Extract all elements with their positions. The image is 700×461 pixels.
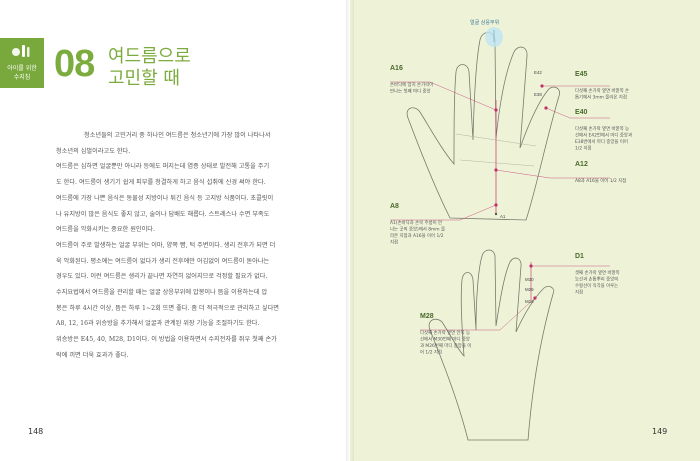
body-line: 봉은 하루 4시간 이상, 뜸은 하루 1~2회 뜨면 좋다. 좀 더 적극적으… — [56, 304, 279, 312]
point-desc-e45: 톱기에서 3mm 올라온 지점 — [575, 94, 627, 101]
chapter-number: 08 — [54, 43, 95, 85]
body-line: 수지요법에서 여드름을 관리할 때는 얼굴 상응부위에 압봉이나 뜸을 이용하는… — [56, 289, 268, 297]
body-line: A8, 12, 16과 위승방을 추가해서 얼굴과 관계된 위장 기능을 조절하… — [56, 320, 260, 328]
chapter-badge: 아이를 위한 수지침 — [0, 38, 44, 88]
body-line: 여드름에 가장 나쁜 음식은 동물성 지방이나 튀긴 음식 등 고지방 식품이다… — [56, 194, 274, 202]
tag-a1: A1 — [500, 214, 506, 219]
point-desc-e45: 다섯째 손가락 옆면 바깥쪽 손 — [575, 87, 629, 94]
chapter-title-line-1: 여드름으로 — [108, 46, 191, 67]
point-desc-a8: 나는 곳의 중앙)에서 8mm 올 — [390, 226, 445, 233]
page-number-left: 148 — [28, 427, 44, 436]
point-code-d1: D1 — [575, 253, 584, 260]
point-desc-a8: 라온 지점과 A16을 이어 1/2 — [390, 232, 444, 239]
left-page: 아이를 위한 수지침 08 여드름으로 고민할 때 청소년들의 고민거리 중 하… — [0, 0, 350, 461]
gutter — [346, 0, 354, 461]
body-line: 도 한다. 여드름이 생기기 쉽게 피부를 청결하게 하고 음식 섭취에 신경 … — [56, 179, 266, 187]
point-desc-e40: E38번에서 마디 중앙을 이어 — [575, 138, 628, 145]
body-line: 청소년들의 고민거리 중 하나인 여드름은 청소년기에 가장 많이 나타나서 — [84, 132, 271, 139]
point-code-m28: M28 — [420, 313, 434, 320]
body-line: 여드름이 주로 발생하는 얼굴 부위는 이마, 양쪽 뺨, 턱 주변이다. 생리… — [56, 241, 276, 249]
point-desc-m28: 과 M26번째 마디 중앙을 이 — [420, 342, 471, 349]
tag-e42: E42 — [534, 70, 542, 75]
badge-line-1: 아이를 위한 — [7, 65, 37, 72]
point-desc-m28: 선에서 M30번째 마디 중앙 — [420, 336, 470, 343]
tag-m29: M29 — [525, 287, 534, 292]
tag-m26: M26 — [525, 299, 534, 304]
body-line: 청소년의 심벌이라고도 한다. — [56, 147, 131, 155]
point-desc-e40: 다섯째 손가락 옆면 바깥쪽 능 — [575, 125, 629, 132]
palm-hand-outline — [406, 32, 560, 221]
point-desc-a16: 손바닥에 엄지 손가락이 — [390, 81, 433, 88]
chapter-title-line-2: 고민할 때 — [108, 68, 180, 89]
point-desc-d1: 능선과 손톱뿌리 중앙의 — [575, 276, 618, 283]
body-line: 위승방은 E45, 40, M28, D1이다. 이 방법을 이용하면서 수지전… — [56, 336, 277, 344]
point-desc-a8: A1(손바닥과 손목 주름이 만 — [390, 219, 442, 226]
page-number-right: 149 — [652, 427, 668, 436]
body-line: 나 유지방이 많은 음식도 좋지 않고, 술이나 담배도 해롭다. 스트레스나 … — [56, 210, 270, 218]
body-line: 경우도 있다. 이런 여드름은 생리가 끝나면 자연히 없어지므로 걱정할 필요… — [56, 273, 268, 281]
tag-e38: E38 — [534, 92, 542, 97]
point-code-a12: A12 — [575, 161, 588, 168]
point-desc-d1: 셋째 손가락 옆면 바깥쪽 — [575, 269, 620, 276]
point-code-a8: A8 — [390, 203, 399, 210]
point-code-a16: A16 — [390, 65, 403, 72]
body-line: 락에 끼면 더욱 효과가 좋다. — [56, 351, 129, 359]
point-desc-e40: 1/2 지점 — [575, 145, 592, 152]
point-desc-e40: 선에서 E42번에서 마디 중앙과 — [575, 132, 632, 139]
body-line: 욱 악화된다. 평소에는 여드름이 없다가 생리 전후에만 어김없이 여드름이 … — [56, 257, 270, 265]
point-desc-a12: A8과 A16을 이어 1/2 지점 — [575, 177, 626, 184]
body-line: 여드름은 심하면 얼굴뿐만 아니라 등에도 퍼지는데 염증 상태로 발전해 고통… — [56, 163, 270, 171]
point-desc-a8: 지점 — [390, 239, 398, 246]
point-desc-d1: 수평선이 직각을 이루는 — [575, 282, 618, 289]
hand-needle-icon — [12, 45, 30, 57]
face-area-label: 얼굴 상응부위 — [470, 19, 499, 26]
point-desc-m28: 어 1/2 지점 — [420, 349, 442, 356]
point-desc-a16: 만나는 첫째 마디 중앙 — [390, 88, 431, 95]
point-desc-d1: 지점 — [575, 289, 583, 296]
point-a12-dot — [494, 168, 498, 172]
body-line: 여드름을 악화시키는 중요한 원인이다. — [56, 226, 155, 234]
badge-line-2: 수지침 — [13, 74, 31, 81]
right-page — [350, 0, 700, 461]
point-code-e45: E45 — [575, 71, 588, 78]
tag-m30: M30 — [525, 277, 534, 282]
point-a1-dot — [494, 212, 498, 216]
point-desc-m28: 다섯째 손가락 옆면 안쪽 능 — [420, 329, 470, 336]
point-code-e40: E40 — [575, 109, 588, 116]
back-hand-outline — [428, 249, 555, 441]
